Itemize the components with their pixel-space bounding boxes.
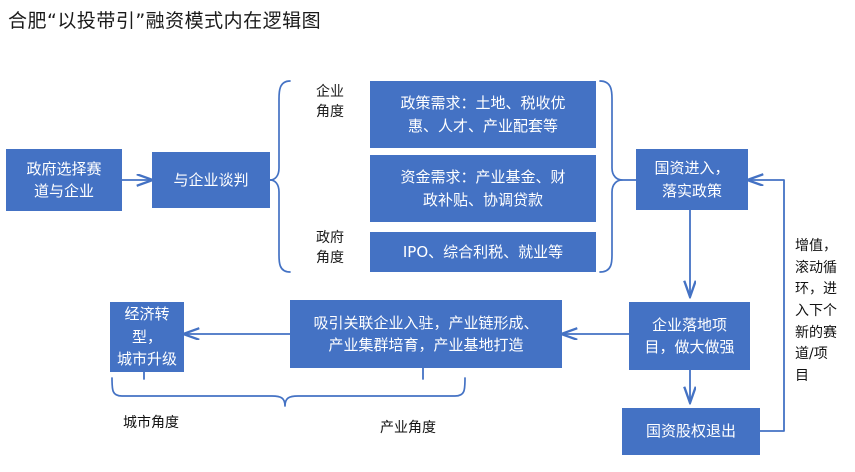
box-line: 目，做大做强 <box>644 338 735 356</box>
box-line: IPO、综合利税、就业等 <box>402 242 564 261</box>
label-enterprise-angle: 企业 角度 <box>316 84 344 121</box>
box-state-capital-in[interactable]: 国资进入， 落实政策 <box>636 149 748 210</box>
box-policy-demand[interactable]: 政策需求：土地、税收优 惠、人才、产业配套等 <box>370 81 596 148</box>
label-government-angle: 政府 角度 <box>316 230 344 267</box>
box-line: 惠、人才、产业配套等 <box>407 116 558 135</box>
loop-note-line: 增值， <box>795 238 837 254</box>
box-line: 吸引关联企业入驻，产业链形成、 <box>313 313 539 332</box>
box-line: 资金需求：产业基金、财 <box>400 168 566 186</box>
loop-note-line: 环，进 <box>795 281 837 298</box>
box-gov-select[interactable]: 政府选择赛 道与企业 <box>6 149 122 211</box>
box-line: 政府选择赛 <box>26 159 102 178</box>
label-city-angle: 城市角度 <box>123 415 179 431</box>
box-line: 国资股权退出 <box>645 422 736 441</box>
box-line: 城市升级 <box>116 350 177 369</box>
loop-note-line: 新的赛 <box>795 324 837 341</box>
box-line: 企业落地项 <box>651 315 727 334</box>
loop-note-line: 道/项 <box>795 346 828 363</box>
loop-note-line: 滚动循 <box>795 259 837 276</box>
page-title: 合肥“以投带引”融资模式内在逻辑图 <box>8 10 322 32</box>
box-line: 国资进入， <box>654 159 730 177</box>
box-negotiate[interactable]: 与企业谈判 <box>152 152 270 208</box>
box-line: 落实政策 <box>661 181 722 200</box>
label-industry-angle: 产业角度 <box>380 420 436 436</box>
box-line: 政策需求：土地、税收优 <box>400 94 566 112</box>
box-line: 经济转型， <box>124 305 170 346</box>
box-enterprise-land[interactable]: 企业落地项 目，做大做强 <box>629 302 750 370</box>
box-line: 政补贴、协调贷款 <box>422 190 543 209</box>
box-line: 道与企业 <box>33 182 94 200</box>
label-loop-note: 增值， 滚动循 环，进 入下个 新的赛 道/项 目 <box>795 236 839 388</box>
box-state-exit[interactable]: 国资股权退出 <box>622 408 760 455</box>
box-ipo-tax[interactable]: IPO、综合利税、就业等 <box>370 232 596 272</box>
box-line: 产业集群培育，产业基地打造 <box>328 336 524 354</box>
loop-note-line: 目 <box>795 368 809 385</box>
box-econ-upgrade[interactable]: 经济转型， 城市升级 <box>110 302 184 372</box>
box-attract-chain[interactable]: 吸引关联企业入驻，产业链形成、 产业集群培育，产业基地打造 <box>290 300 562 368</box>
box-capital-demand[interactable]: 资金需求：产业基金、财 政补贴、协调贷款 <box>370 155 596 222</box>
box-line: 与企业谈判 <box>173 170 249 189</box>
loop-note-line: 入下个 <box>795 303 837 320</box>
